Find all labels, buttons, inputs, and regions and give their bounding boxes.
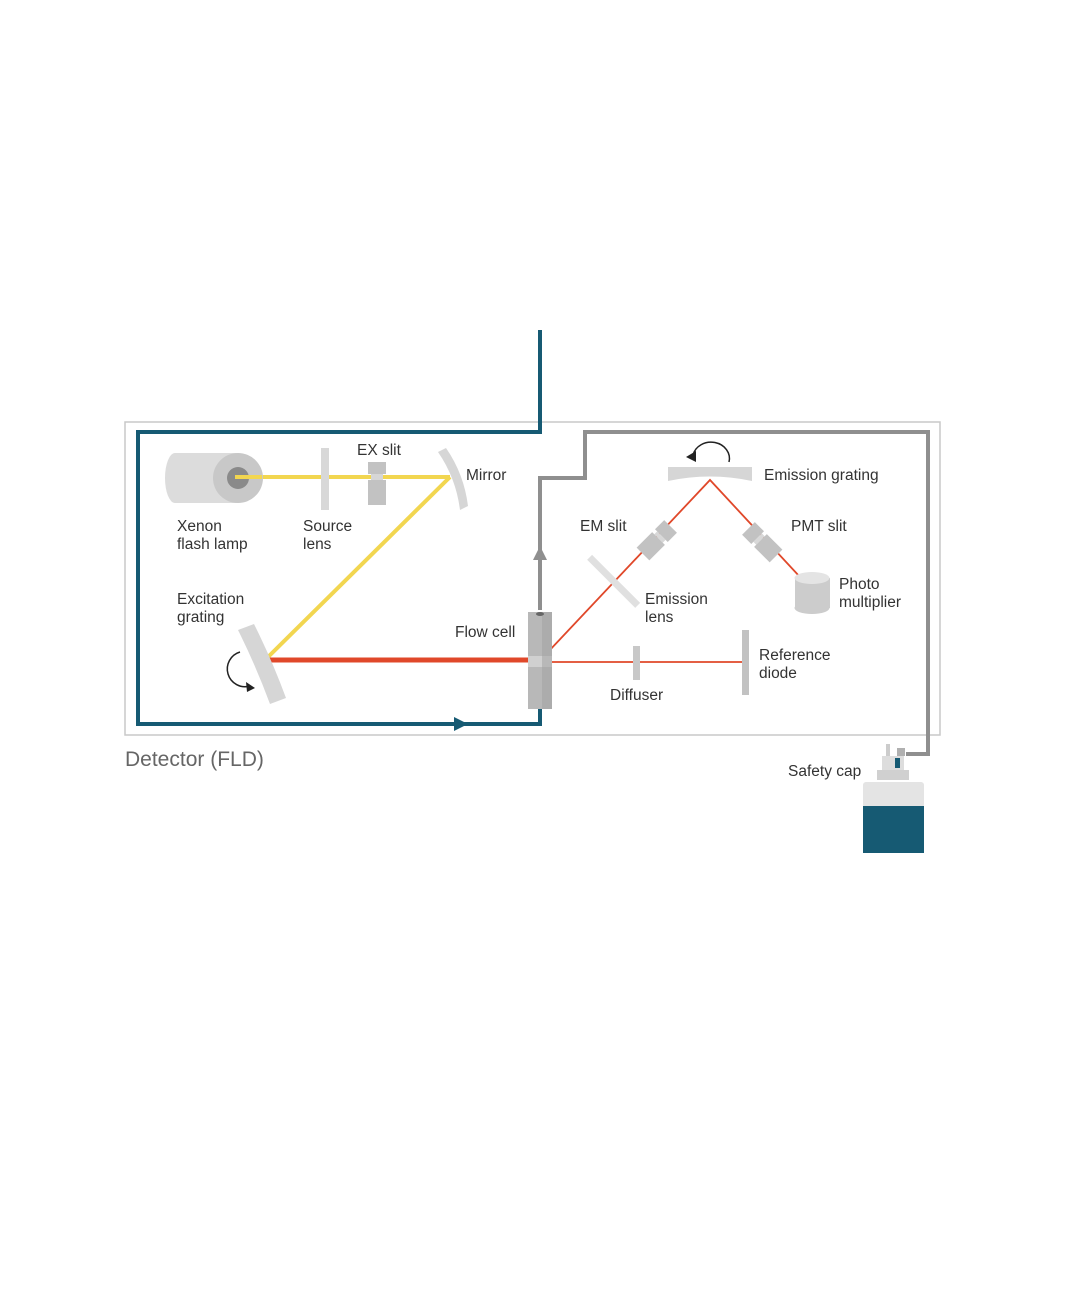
reference-diode	[742, 630, 749, 695]
flow-cell	[528, 612, 552, 709]
source-lens-label-line1: Source	[303, 518, 352, 535]
source-lens-label-line2: lens	[303, 536, 332, 553]
reference-diode-label-line2: diode	[759, 665, 797, 682]
excitation-grating-label-line1: Excitation	[177, 591, 244, 608]
reference-diode-label-line1: Reference	[759, 647, 831, 664]
diffuser-label: Diffuser	[610, 687, 663, 704]
excitation-grating	[238, 624, 286, 704]
ex-slit-label: EX slit	[357, 442, 402, 459]
photo-multiplier-label-line2: multiplier	[839, 594, 901, 611]
lamp-label-line2: flash lamp	[177, 536, 248, 553]
lamp-label-line1: Xenon	[177, 518, 222, 535]
excitation-grating-label-line2: grating	[177, 609, 224, 626]
pmt-slit-label: PMT slit	[791, 518, 847, 535]
outlet-flow-arrow	[533, 546, 547, 560]
emission-lens-label-line2: lens	[645, 609, 674, 626]
source-lens	[321, 448, 329, 510]
emission-grating-label: Emission grating	[764, 467, 879, 484]
em-slit-label: EM slit	[580, 518, 627, 535]
mirror-label: Mirror	[466, 467, 506, 484]
photo-multiplier	[795, 572, 831, 614]
flow-cell-label: Flow cell	[455, 624, 515, 641]
excitation-rotation-arrow	[227, 652, 250, 687]
emission-lens-label-line1: Emission	[645, 591, 708, 608]
photo-multiplier-label-line1: Photo	[839, 576, 880, 593]
inlet-flow-arrow	[454, 717, 468, 731]
safety-cap-label: Safety cap	[788, 763, 861, 780]
emission-beam	[548, 480, 800, 652]
diffuser	[633, 646, 640, 680]
mirror-beam	[265, 477, 450, 660]
detector-title: Detector (FLD)	[125, 748, 264, 771]
ex-slit	[368, 462, 386, 505]
pmt-slit	[742, 522, 782, 562]
emission-rotation-arrow	[693, 442, 729, 462]
em-slit	[637, 520, 677, 560]
waste-bottle	[863, 744, 924, 853]
